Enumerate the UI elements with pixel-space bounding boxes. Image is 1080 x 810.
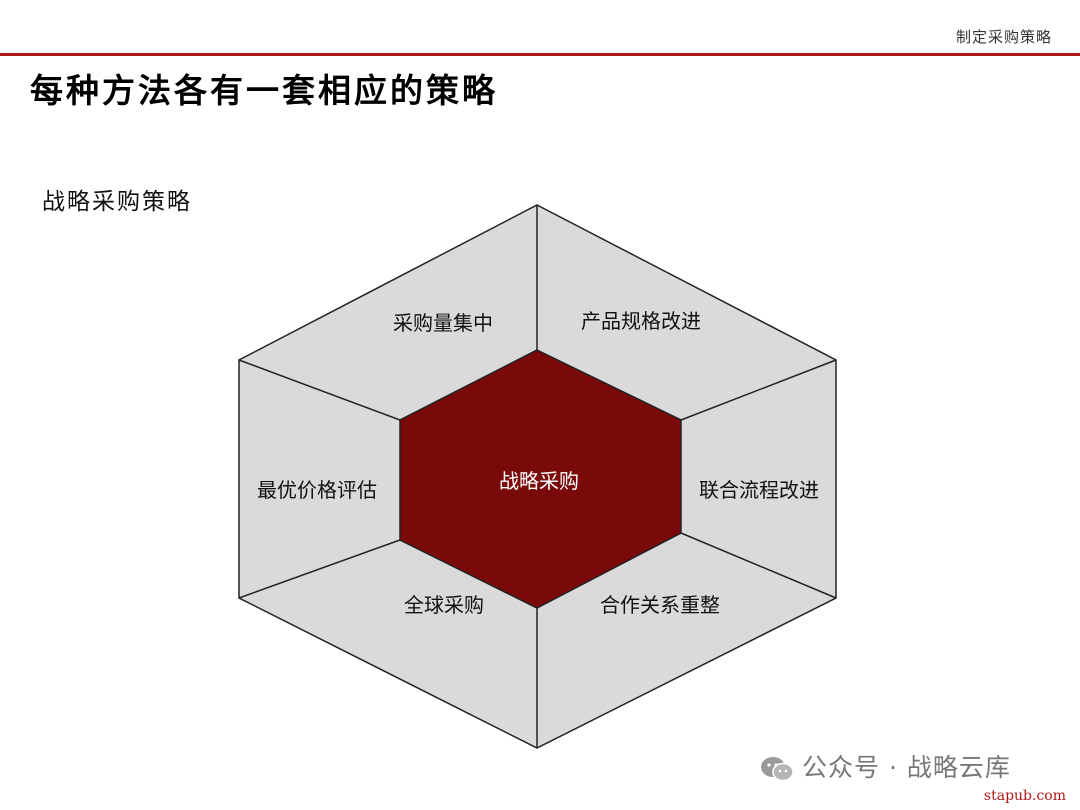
watermark-text: 公众号 · 战略云库 (802, 753, 1011, 782)
header-divider (0, 53, 1080, 56)
watermark: 公众号 · 战略云库 (760, 748, 1011, 784)
wechat-icon (761, 757, 794, 782)
segment-label-top-right: 产品规格改进 (581, 309, 701, 333)
segment-label-bottom-left: 全球采购 (404, 593, 484, 617)
segment-label-right: 联合流程改进 (699, 478, 819, 502)
segment-label-bottom-right: 合作关系重整 (600, 593, 720, 617)
inner-hexagon (399, 349, 682, 609)
segment-label-left: 最优价格评估 (257, 478, 377, 502)
footer-url: stapub.com (983, 788, 1066, 804)
center-label: 战略采购 (499, 469, 579, 493)
header-tag: 制定采购策略 (955, 28, 1052, 46)
segment-label-top-left: 采购量集中 (393, 311, 493, 335)
hexagon-spokes (238, 205, 837, 748)
section-label: 战略采购策略 (42, 189, 192, 215)
page-title: 每种方法各有一套相应的策略 (30, 71, 498, 110)
